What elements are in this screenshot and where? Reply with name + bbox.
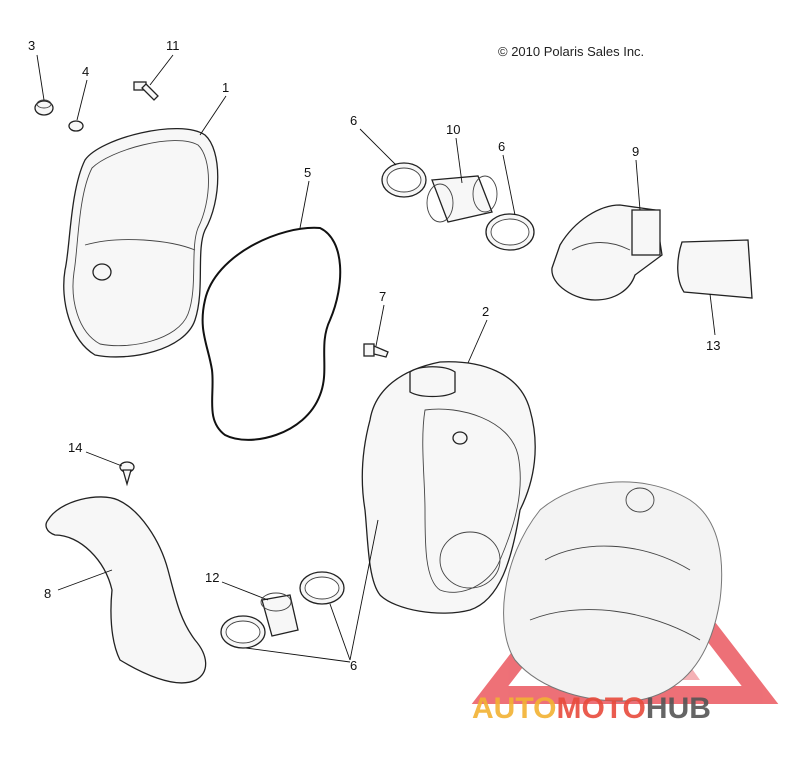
part-7-bolt [363, 343, 389, 358]
part-6-clamp-lower-right [299, 571, 345, 605]
watermark-moto: MOTO [556, 692, 645, 725]
svg-text:AUTOMOTOHUB: AUTOMOTOHUB [472, 692, 711, 725]
part-8-duct [45, 496, 207, 684]
callout-3: 3 [28, 38, 35, 53]
callout-1: 1 [222, 80, 229, 95]
part-12-coupler [260, 592, 299, 637]
callout-11: 11 [166, 38, 180, 53]
callout-5: 5 [304, 165, 311, 180]
callout-9: 9 [632, 144, 639, 159]
part-5-gasket [201, 226, 342, 441]
part-13-cover [677, 239, 753, 299]
watermark-hub: HUB [646, 692, 711, 725]
part-1-outer-cover [63, 127, 219, 358]
callout-13: 13 [706, 338, 720, 353]
leader-lines [36, 54, 716, 663]
callout-labels: 3 11 4 1 5 6 10 6 9 7 2 13 14 8 12 6 [28, 38, 720, 673]
part-6-clamp-lower-left [220, 615, 266, 649]
part-11-bolt [133, 81, 159, 101]
part-9-intake-elbow [551, 204, 663, 301]
callout-7: 7 [379, 289, 386, 304]
callout-6-upper-right: 6 [498, 139, 505, 154]
callout-14: 14 [68, 440, 82, 455]
part-14-push-rivet [119, 461, 135, 487]
part-6-clamp-upper-left [381, 162, 427, 198]
callout-2: 2 [482, 304, 489, 319]
callout-8: 8 [44, 586, 51, 601]
watermark-auto: AUTO [472, 692, 556, 725]
callout-12: 12 [205, 570, 219, 585]
callout-4: 4 [82, 64, 89, 79]
copyright-text: © 2010 Polaris Sales Inc. [498, 44, 645, 59]
engine-case [503, 481, 723, 702]
part-2-inner-cover [361, 361, 536, 614]
part-3-cap [34, 99, 54, 116]
part-4-oring [68, 120, 84, 132]
part-10-duct-coupler [426, 175, 498, 223]
callout-10: 10 [446, 122, 460, 137]
callout-6-lower: 6 [350, 658, 357, 673]
part-6-clamp-upper-right [485, 213, 535, 251]
callout-6-upper-left: 6 [350, 113, 357, 128]
watermark-logo-text: AUTOMOTOHUB [472, 692, 711, 725]
